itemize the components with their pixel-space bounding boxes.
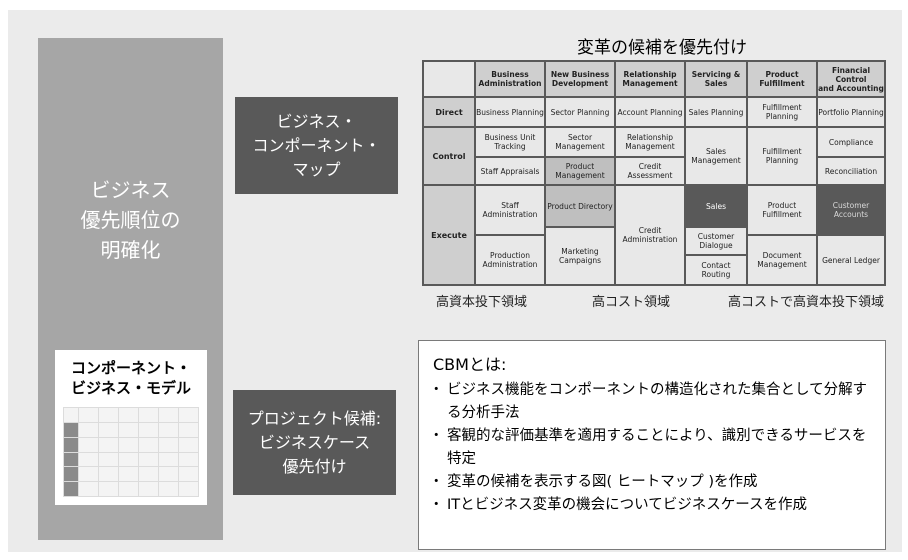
- col-header-business-administration: Business Administration: [476, 62, 544, 96]
- cbm-bullet-list: ビジネス機能をコンポーネントの構造化された集合として分解する分析手法 客観的な評…: [429, 379, 875, 517]
- zone-label-cost: 高コスト領域: [592, 295, 671, 310]
- cbm-title: CBMとは:: [433, 355, 507, 374]
- cbm-bullet: 変革の候補を表示する図( ヒートマップ )を作成: [429, 471, 875, 494]
- cbm-bullet: ビジネス機能をコンポーネントの構造化された集合として分解する分析手法: [429, 379, 875, 425]
- row-header-direct: Direct: [424, 98, 474, 126]
- cell-sales-management: Sales Management: [686, 128, 746, 184]
- col-header-product-fulfillment: Product Fulfillment: [748, 62, 816, 96]
- row-header-control: Control: [424, 128, 474, 184]
- cell-staff-appraisals: Staff Appraisals: [476, 158, 544, 184]
- cell-document-management: Document Management: [748, 236, 816, 284]
- cell-reconciliation: Reconciliation: [818, 158, 884, 184]
- cell-fulfillment-planning: Fulfillment Planning: [748, 98, 816, 126]
- cbm-bullet: ITとビジネス変革の機会についてビジネスケースを作成: [429, 494, 875, 517]
- cell-product-management: Product Management: [546, 158, 614, 184]
- zone-label-capital: 高資本投下領域: [436, 295, 528, 310]
- thumbnail-title: コンポーネント・ ビジネス・モデル: [70, 359, 191, 397]
- cell-compliance: Compliance: [818, 128, 884, 156]
- cell-business-planning: Business Planning: [476, 98, 544, 126]
- cbm-thumbnail: コンポーネント・ ビジネス・モデル: [55, 350, 207, 505]
- col-header-servicing-sales: Servicing & Sales: [686, 62, 746, 96]
- cell-production-administration: Production Administration: [476, 236, 544, 284]
- cell-sales: Sales: [686, 186, 746, 226]
- cell-sales-planning: Sales Planning: [686, 98, 746, 126]
- left-title: ビジネス 優先順位の 明確化: [80, 178, 181, 262]
- zone-label-cost-capital: 高コストで高資本投下領域: [728, 295, 885, 310]
- cell-customer-dialogue: Customer Dialogue: [686, 228, 746, 254]
- cell-relationship-management: Relationship Management: [616, 128, 684, 156]
- row-header-execute: Execute: [424, 186, 474, 284]
- cell-fulfillment-planning-control: Fulfillment Planning: [748, 128, 816, 184]
- project-candidate-box: プロジェクト候補: ビジネスケース 優先付け: [233, 390, 396, 495]
- matrix-corner: [424, 62, 474, 96]
- cell-product-fulfillment: Product Fulfillment: [748, 186, 816, 234]
- cell-sector-planning: Sector Planning: [546, 98, 614, 126]
- cell-sector-management: Sector Management: [546, 128, 614, 156]
- cell-product-directory: Product Directory: [546, 186, 614, 226]
- cell-credit-administration: Credit Administration: [616, 186, 684, 284]
- business-component-map-box: ビジネス・ コンポーネント・ マップ: [235, 97, 398, 194]
- cell-marketing-campaigns: Marketing Campaigns: [546, 228, 614, 284]
- cell-credit-assessment: Credit Assessment: [616, 158, 684, 184]
- cell-general-ledger: General Ledger: [818, 236, 884, 284]
- cell-business-unit-tracking: Business Unit Tracking: [476, 128, 544, 156]
- thumbnail-matrix-image: [63, 407, 199, 497]
- cell-account-planning: Account Planning: [616, 98, 684, 126]
- matrix-title: 変革の候補を優先付け: [577, 38, 747, 58]
- col-header-financial-control: Financial Control and Accounting: [818, 62, 884, 96]
- cell-portfolio-planning: Portfolio Planning: [818, 98, 884, 126]
- cell-contact-routing: Contact Routing: [686, 256, 746, 284]
- col-header-relationship-management: Relationship Management: [616, 62, 684, 96]
- cell-customer-accounts: Customer Accounts: [818, 186, 884, 234]
- col-header-new-business-development: New Business Development: [546, 62, 614, 96]
- cell-staff-administration: Staff Administration: [476, 186, 544, 234]
- cbm-bullet: 客観的な評価基準を適用することにより、識別できるサービスを特定: [429, 425, 875, 471]
- cbm-description-box: CBMとは: ビジネス機能をコンポーネントの構造化された集合として分解する分析手…: [418, 340, 886, 550]
